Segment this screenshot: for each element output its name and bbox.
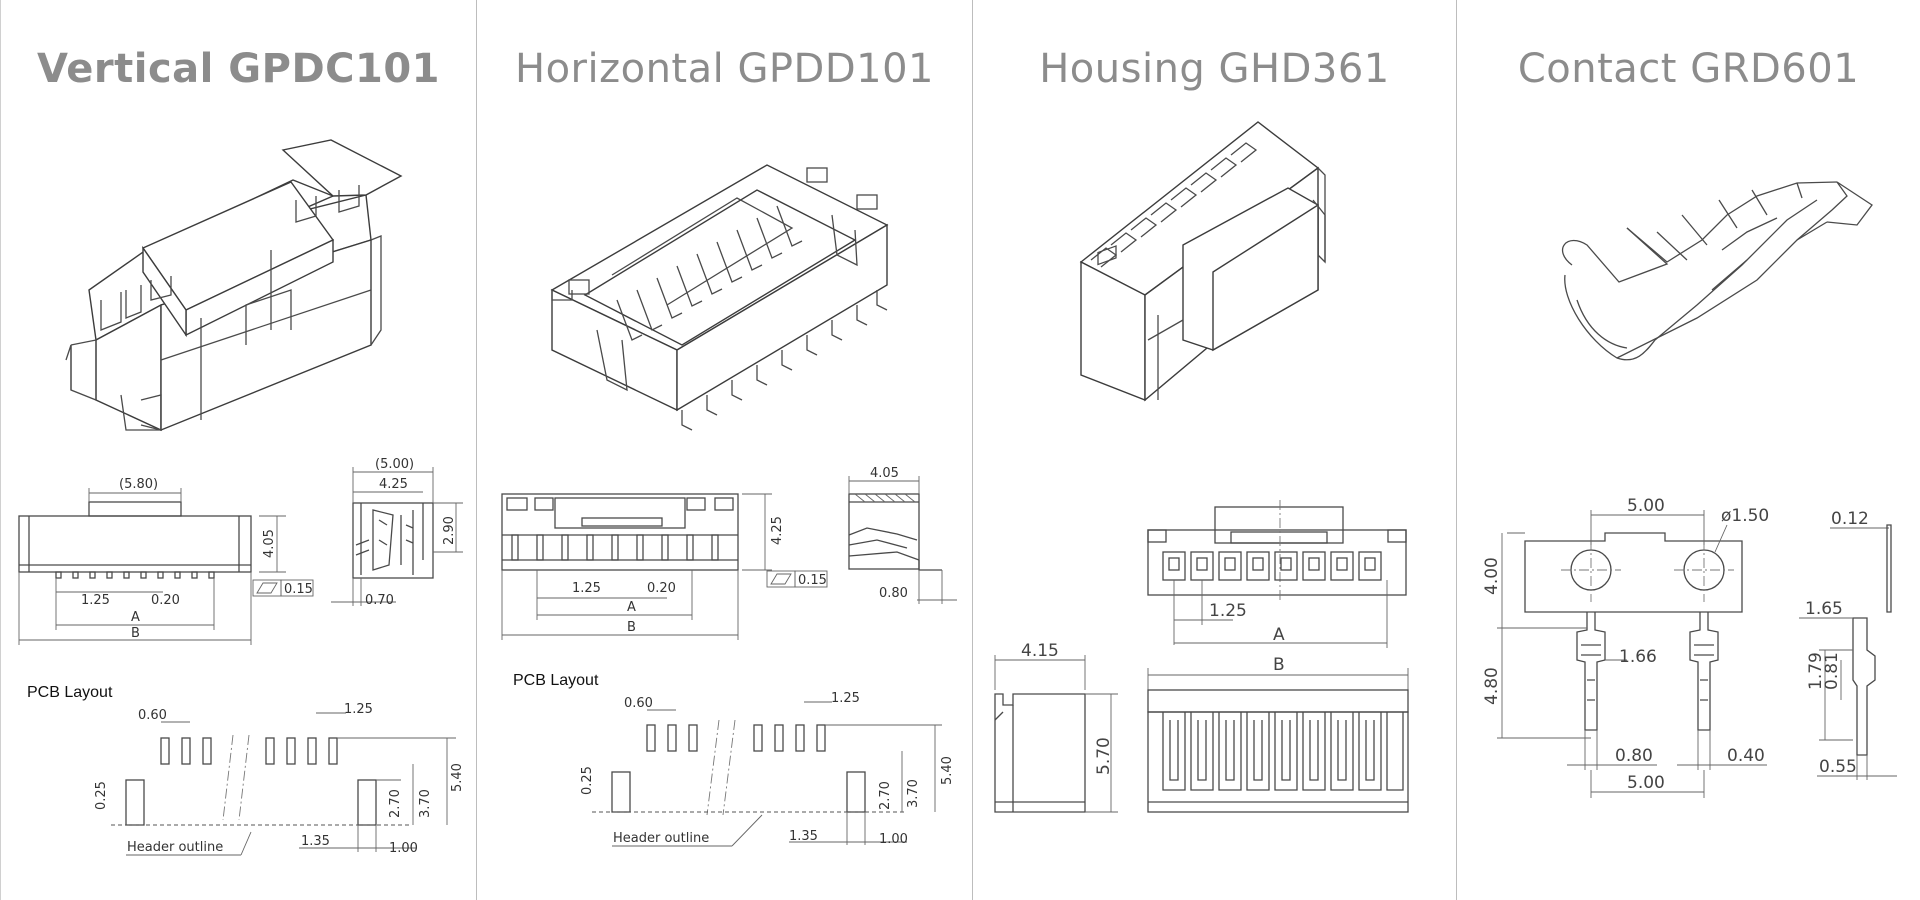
vertical-isometric-view bbox=[65, 139, 403, 432]
dim-contact-081: 0.81 bbox=[1822, 652, 1842, 690]
dim-vertical-290: 2.90 bbox=[442, 516, 457, 545]
dim-horizontal-b: B bbox=[627, 620, 636, 635]
dim-contact-012: 0.12 bbox=[1831, 509, 1869, 529]
dim-horizontal-015: 0.15 bbox=[798, 573, 827, 588]
pcb-vertical-135: 1.35 bbox=[301, 834, 330, 849]
pcb-horizontal-125: 1.25 bbox=[831, 691, 860, 706]
pcb-vertical-270: 2.70 bbox=[388, 789, 403, 818]
dim-contact-080: 0.80 bbox=[1615, 746, 1653, 766]
dim-vertical-500: (5.00) bbox=[375, 457, 414, 472]
dim-contact-dia150: ø1.50 bbox=[1721, 506, 1769, 526]
contact-isometric-view bbox=[1561, 181, 1873, 361]
pcb-horizontal-025: 0.25 bbox=[580, 766, 595, 795]
horizontal-isometric-view bbox=[550, 164, 889, 431]
pcb-horizontal-060: 0.60 bbox=[624, 696, 653, 711]
dim-vertical-070: 0.70 bbox=[365, 593, 394, 608]
dim-housing-a: A bbox=[1273, 625, 1285, 645]
contact-front-view: 5.00 ø1.50 4.00 4.80 1.66 bbox=[1482, 496, 1769, 798]
pcb-horizontal-100: 1.00 bbox=[879, 832, 908, 847]
pcb-vertical-outline: Header outline bbox=[127, 840, 223, 855]
dim-housing-570: 5.70 bbox=[1094, 737, 1114, 775]
pcb-vertical-540: 5.40 bbox=[450, 763, 465, 792]
dim-vertical-425: 4.25 bbox=[379, 477, 408, 492]
pcb-vertical-025: 0.25 bbox=[94, 781, 109, 810]
housing-drawings: 1.25 A B bbox=[994, 121, 1409, 813]
panel-title-housing: Housing GHD361 bbox=[1039, 46, 1390, 92]
panel-horizontal: Horizontal GPDD101 bbox=[476, 0, 972, 900]
vertical-side-section: (5.00) 4.25 2.90 0.70 bbox=[331, 457, 463, 608]
dim-vertical-405: 4.05 bbox=[262, 529, 277, 558]
pcb-label-vertical: PCB Layout bbox=[27, 684, 113, 701]
dim-housing-125: 1.25 bbox=[1209, 601, 1247, 621]
vertical-drawings: (5.80) 4.05 1.25 0.20 A B 0.15 bbox=[18, 139, 465, 856]
dim-vertical-015: 0.15 bbox=[284, 582, 313, 597]
pcb-vertical-125: 1.25 bbox=[344, 702, 373, 717]
pcb-vertical-370: 3.70 bbox=[418, 789, 433, 818]
dim-contact-165: 1.65 bbox=[1805, 599, 1843, 619]
panel-title-vertical: Vertical GPDC101 bbox=[37, 46, 440, 92]
dim-horizontal-425: 4.25 bbox=[770, 516, 785, 545]
horizontal-front-view: 4.25 1.25 0.20 A B 0.15 bbox=[501, 493, 828, 640]
pcb-vertical-100: 1.00 bbox=[389, 841, 418, 856]
pcb-horizontal-370: 3.70 bbox=[906, 779, 921, 808]
dim-vertical-125: 1.25 bbox=[81, 593, 110, 608]
pcb-horizontal-135: 1.35 bbox=[789, 829, 818, 844]
dim-horizontal-125: 1.25 bbox=[572, 581, 601, 596]
dim-contact-400: 4.00 bbox=[1482, 557, 1502, 595]
pcb-horizontal-outline: Header outline bbox=[613, 831, 709, 846]
horizontal-side-section: 4.05 0.80 bbox=[848, 466, 957, 604]
dim-vertical-580: (5.80) bbox=[119, 477, 158, 492]
housing-isometric-view bbox=[1079, 121, 1326, 402]
dim-contact-166: 1.66 bbox=[1619, 647, 1657, 667]
dim-vertical-020: 0.20 bbox=[151, 593, 180, 608]
dim-horizontal-405: 4.05 bbox=[870, 466, 899, 481]
contact-side-view: 0.12 1.65 1.79 0.81 0.55 bbox=[1799, 509, 1897, 780]
dim-contact-179: 1.79 bbox=[1806, 652, 1826, 690]
pcb-horizontal-540: 5.40 bbox=[940, 756, 955, 785]
panel-contact: Contact GRD601 bbox=[1456, 0, 1920, 900]
housing-front-view: 1.25 A bbox=[1147, 500, 1407, 648]
housing-side-view: 4.15 5.70 bbox=[994, 641, 1118, 813]
pcb-horizontal-270: 2.70 bbox=[878, 781, 893, 810]
pcb-vertical-060: 0.60 bbox=[138, 708, 167, 723]
vertical-front-view: (5.80) 4.05 1.25 0.20 A B 0.15 bbox=[18, 477, 314, 645]
dim-contact-040: 0.40 bbox=[1727, 746, 1765, 766]
horizontal-drawings: 4.25 1.25 0.20 A B 0.15 bbox=[501, 164, 957, 847]
dim-contact-055: 0.55 bbox=[1819, 757, 1857, 777]
horizontal-pcb-layout: PCB Layout 0.60 1.25 0.25 2.70 3.70 bbox=[513, 672, 955, 847]
vertical-pcb-layout: PCB Layout 0.60 1.25 0.25 2.70 3.70 bbox=[27, 684, 465, 856]
dim-housing-b: B bbox=[1273, 655, 1285, 675]
housing-bottom-view: B bbox=[1147, 655, 1409, 813]
panel-title-contact: Contact GRD601 bbox=[1517, 46, 1860, 92]
dim-contact-480: 4.80 bbox=[1482, 667, 1502, 705]
dim-horizontal-020: 0.20 bbox=[647, 581, 676, 596]
dim-vertical-b: B bbox=[131, 626, 140, 641]
dim-horizontal-a: A bbox=[627, 600, 636, 615]
contact-drawings: 5.00 ø1.50 4.00 4.80 1.66 bbox=[1482, 181, 1897, 798]
panel-title-horizontal: Horizontal GPDD101 bbox=[514, 46, 935, 92]
dim-housing-415: 4.15 bbox=[1021, 641, 1059, 661]
dim-contact-500-top: 5.00 bbox=[1627, 496, 1665, 516]
panel-housing: Housing GHD361 bbox=[972, 0, 1456, 900]
dim-vertical-a: A bbox=[131, 610, 140, 625]
pcb-label-horizontal: PCB Layout bbox=[513, 672, 599, 689]
dim-contact-500-bottom: 5.00 bbox=[1627, 773, 1665, 793]
panel-vertical: Vertical GPDC101 bbox=[0, 0, 476, 900]
dim-horizontal-080: 0.80 bbox=[879, 586, 908, 601]
